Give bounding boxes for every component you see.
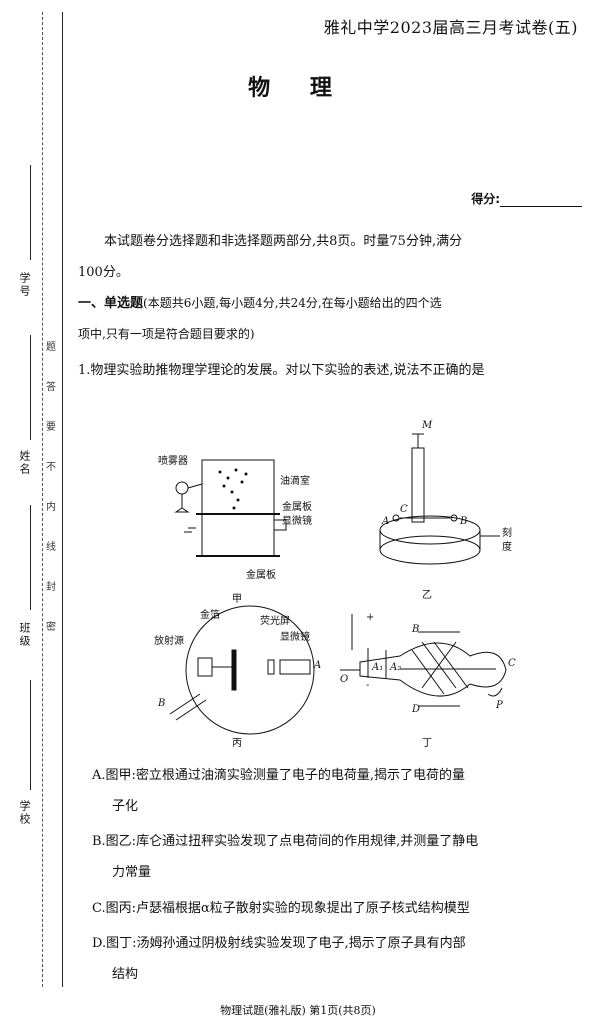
field-blank-school[interactable] — [30, 680, 31, 790]
page-footer: 物理试题(雅礼版) 第1页(共8页) — [220, 1004, 376, 1017]
option-a-line1: A.图甲:密立根通过油滴实验测量了电子的电荷量,揭示了电荷的量 — [92, 768, 466, 783]
field-label-class: 班级 — [18, 622, 31, 648]
option-a-line2: 子化 — [112, 799, 139, 814]
option-d-line2: 结构 — [112, 967, 139, 982]
exam-title: 雅礼中学2023届高三月考试卷(五) — [323, 18, 578, 37]
figure-label: O — [340, 674, 349, 685]
figure-label: B — [412, 624, 420, 635]
figure-label: 刻 — [502, 528, 512, 539]
field-label-student-id: 学号 — [18, 272, 31, 298]
field-label-name: 姓名 — [18, 450, 31, 476]
binding-solid-line — [62, 12, 63, 987]
section-note: 项中,只有一项是符合题目要求的) — [78, 327, 255, 341]
figure-label: 显微镜 — [280, 632, 310, 643]
figure-label: B — [460, 516, 468, 527]
figure-label: A₂ — [390, 662, 402, 673]
figure-label: M — [422, 420, 433, 431]
intro-line: 本试题卷分选择题和非选择题两部分,共8页。时量75分钟,满分 — [104, 234, 463, 249]
figure-caption-ding: 丁 — [422, 738, 432, 749]
field-blank-name[interactable] — [30, 335, 31, 440]
subject-title: 物 理 — [248, 75, 348, 101]
figure-label: B — [158, 698, 166, 709]
seal-char: 线 — [46, 542, 56, 553]
figure-drawings — [169, 433, 507, 735]
section-heading-line: 一、单选题(本题共6小题,每小题4分,共24分,在每小题给出的四个选 — [78, 288, 583, 319]
seal-char: 封 — [46, 582, 56, 593]
figure-label: C — [400, 504, 408, 515]
intro-line: 100分。 — [78, 265, 129, 280]
figure-label: 金属板 — [246, 570, 276, 581]
figure-caption-jia: 甲 — [232, 594, 242, 605]
section-heading: 一、单选题 — [78, 296, 144, 311]
field-label-school: 学校 — [18, 800, 31, 826]
figure-label: 荧光屏 — [260, 616, 290, 627]
seal-char: 不 — [46, 462, 56, 473]
figure-label: D — [412, 704, 421, 715]
section-note: (本题共6小题,每小题4分,共24分,在每小题给出的四个选 — [143, 296, 442, 310]
figure-label: 放射源 — [154, 636, 184, 647]
figure-label: - — [366, 680, 370, 691]
figure-caption-bing: 丙 — [232, 738, 242, 749]
seal-char: 答 — [46, 382, 56, 393]
figure-label: 喷雾器 — [158, 456, 188, 467]
figure-label: 显微镜 — [282, 516, 312, 527]
seal-char: 内 — [46, 502, 56, 513]
field-blank-class[interactable] — [30, 505, 31, 610]
figure-label: A₁ — [372, 662, 384, 673]
option-c-line1: C.图丙:卢瑟福根据α粒子散射实验的现象提出了原子核式结构模型 — [92, 901, 470, 916]
field-blank-student-id[interactable] — [30, 165, 31, 260]
figure-label: 度 — [502, 542, 512, 553]
figure-caption-yi: 乙 — [422, 590, 432, 601]
seal-char: 密 — [46, 622, 56, 633]
score-field: 得分: — [471, 190, 582, 207]
option-d-line1: D.图丁:汤姆孙通过阴极射线实验发现了电子,揭示了原子具有内部 — [92, 936, 466, 951]
binding-dashed-line — [42, 12, 43, 987]
figure-label: 金属板 — [282, 502, 312, 513]
oil-chamber-shape — [201, 459, 275, 557]
score-label: 得分: — [471, 192, 500, 206]
figure-label: A — [382, 516, 390, 527]
figure-label: C — [508, 658, 516, 669]
figure-label: 金箔 — [200, 610, 220, 621]
option-b-line1: B.图乙:库仑通过扭秤实验发现了点电荷间的作用规律,并测量了静电 — [92, 834, 479, 849]
score-blank[interactable] — [500, 194, 582, 207]
figure-label: + — [366, 612, 375, 623]
figure-label: 油滴室 — [280, 476, 310, 487]
question-stem: 1.物理实验助推物理学理论的发展。对以下实验的表述,说法不正确的是 — [78, 363, 485, 378]
seal-char: 要 — [46, 422, 56, 433]
option-b-line2: 力常量 — [112, 865, 152, 880]
figure-label: P — [496, 700, 503, 711]
figure-label: A — [314, 660, 322, 671]
question-figure: 喷雾器 油滴室 金属板 显微镜 金属板 甲 M C A B 刻 度 乙 金箔 荧… — [150, 418, 590, 749]
seal-char: 题 — [46, 342, 56, 353]
